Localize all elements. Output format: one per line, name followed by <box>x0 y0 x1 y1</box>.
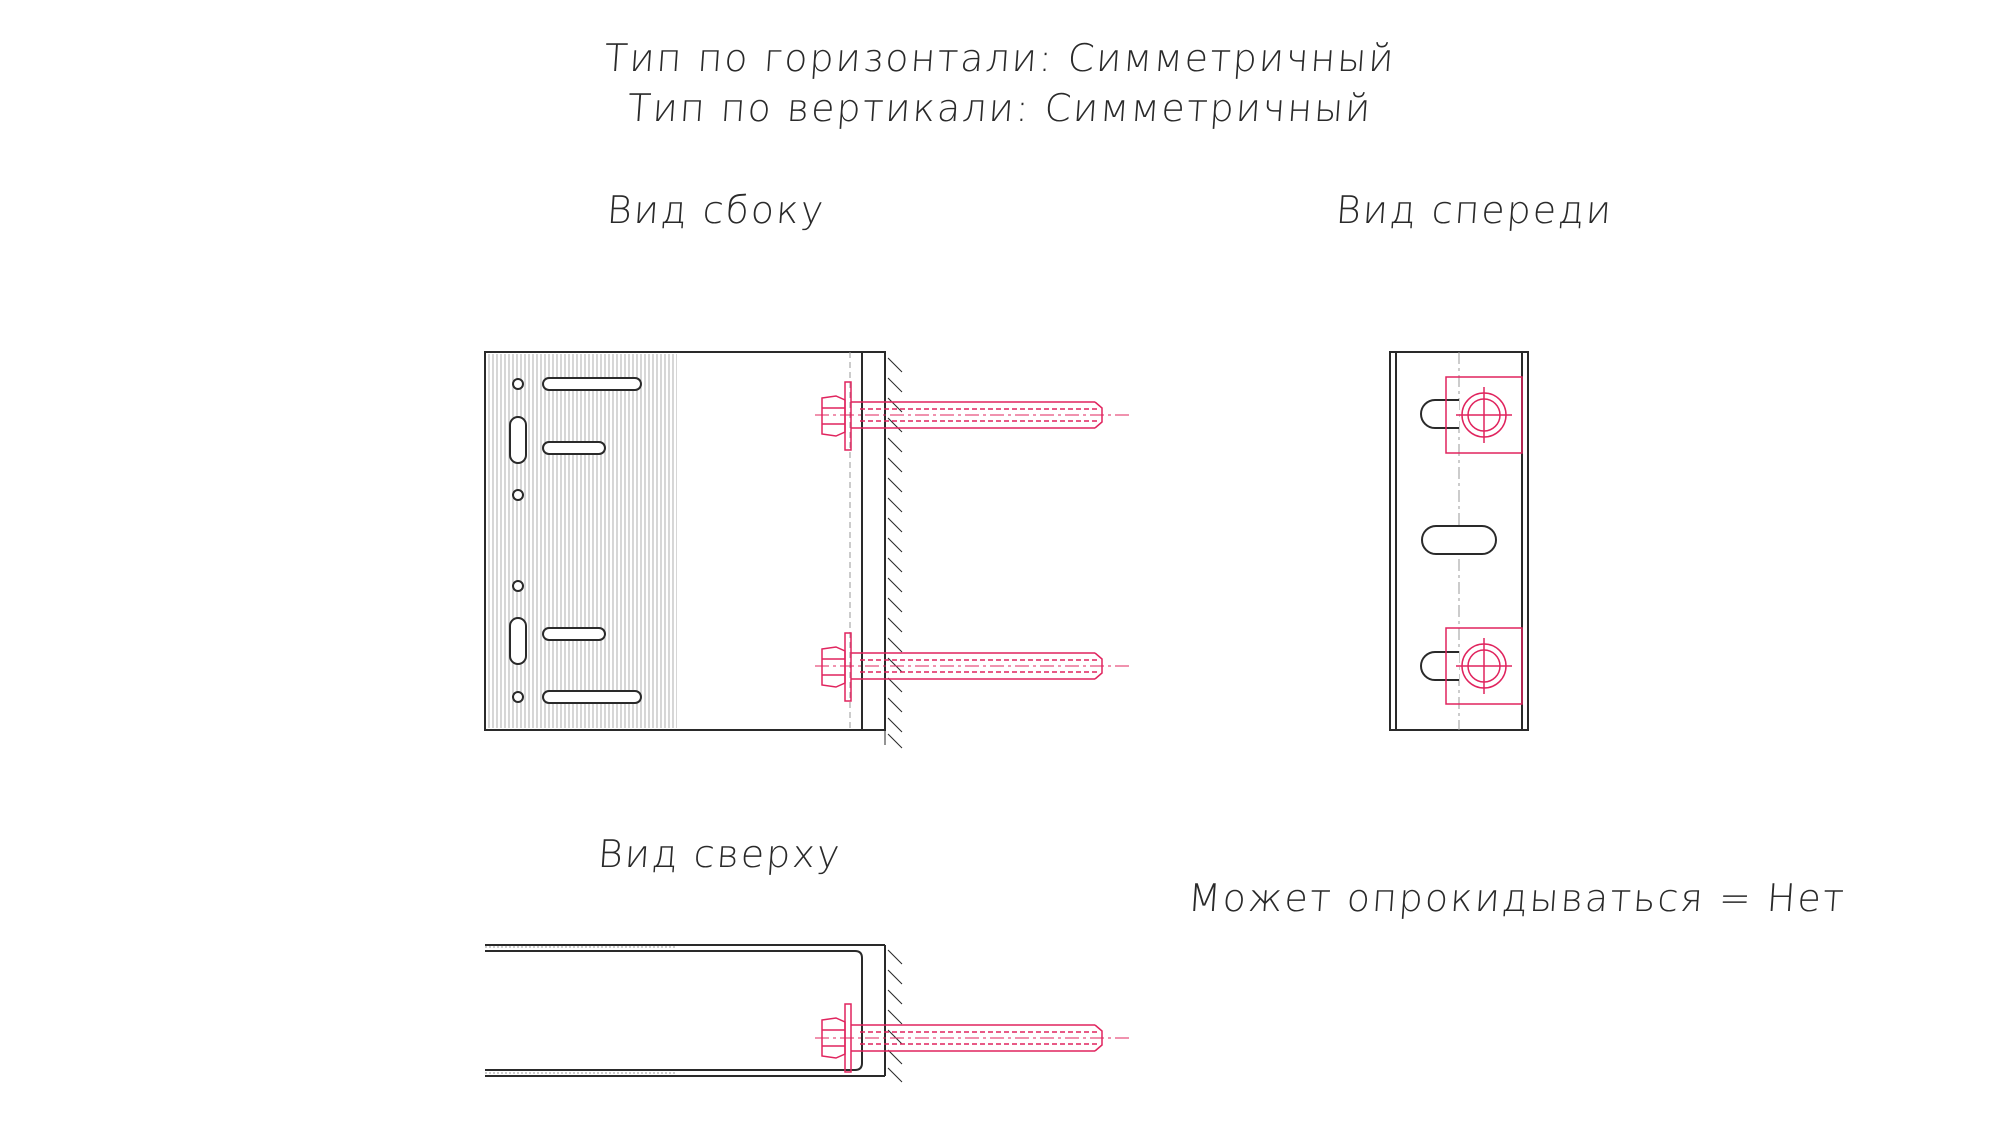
top-view <box>485 944 1130 1083</box>
side-view <box>484 351 1130 749</box>
slot-horizontal <box>1421 525 1497 555</box>
round-hole <box>512 378 524 390</box>
front-slots <box>1420 399 1497 681</box>
slot-horizontal <box>542 690 642 704</box>
side-wall-hatching <box>884 352 903 749</box>
slot-vertical <box>509 617 527 665</box>
top-bracket-profile <box>485 944 886 1077</box>
front-view <box>1389 351 1529 731</box>
round-hole <box>512 580 524 592</box>
side-slots <box>509 377 642 704</box>
slot-horizontal <box>542 441 606 455</box>
front-anchor-washer-upper <box>1445 376 1523 454</box>
side-anchor-bolt-lower <box>815 632 1130 702</box>
top-wall-hatching <box>887 949 903 1083</box>
top-anchor-bolt <box>815 1003 1130 1073</box>
front-anchor-washer-lower <box>1445 627 1523 705</box>
slot-vertical <box>509 416 527 464</box>
slot-horizontal <box>542 377 642 391</box>
round-hole <box>512 489 524 501</box>
round-hole <box>512 691 524 703</box>
slot-horizontal <box>542 627 606 641</box>
side-anchor-bolt-upper <box>815 381 1130 451</box>
